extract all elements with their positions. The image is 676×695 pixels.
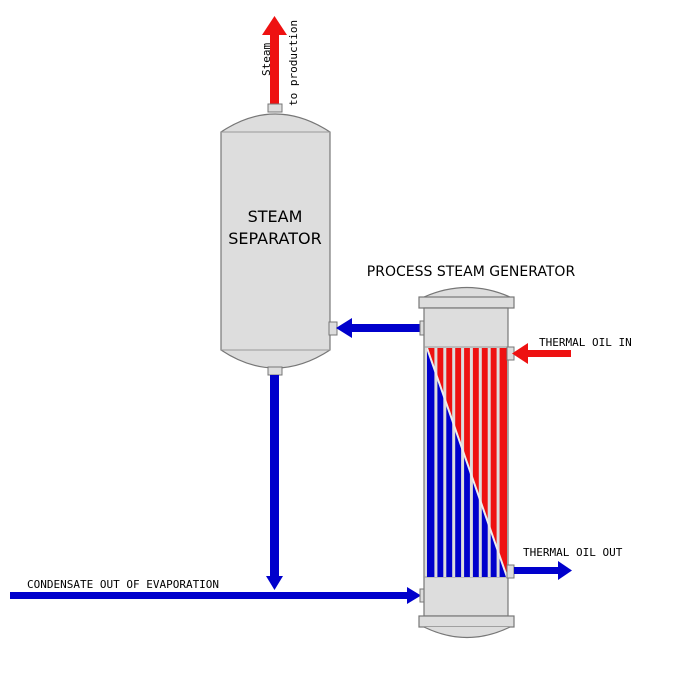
to-production-label: to production: [287, 20, 300, 106]
thermal-oil-in-pipe: [512, 343, 571, 364]
tube-gap: [478, 348, 482, 577]
steam-outlet-pipe: [262, 16, 287, 113]
steam-return-pipe: [336, 318, 428, 338]
tube-gap: [443, 348, 447, 577]
process-steam-generator: [418, 286, 515, 639]
tube-gap: [461, 348, 465, 577]
downcomer-pipe: [266, 375, 283, 590]
tube-gap: [452, 348, 456, 577]
separator-label-line2: SEPARATOR: [228, 229, 322, 248]
thermal-oil-out-pipe: [514, 561, 572, 580]
steam-label: Steam: [260, 43, 273, 76]
separator-label-line1: STEAM: [248, 207, 303, 226]
tube-gap: [434, 348, 438, 577]
tube-gap: [496, 348, 500, 577]
tube-gap: [469, 348, 473, 577]
steam-separator-vessel: [220, 113, 338, 376]
condensate-label: CONDENSATE OUT OF EVAPORATION: [27, 578, 219, 591]
thermal-oil-out-label: THERMAL OIL OUT: [523, 546, 623, 559]
tube-gap: [487, 348, 491, 577]
tube-bundle: [427, 348, 507, 577]
generator-title: PROCESS STEAM GENERATOR: [367, 264, 576, 280]
thermal-oil-in-label: THERMAL OIL IN: [539, 336, 632, 349]
